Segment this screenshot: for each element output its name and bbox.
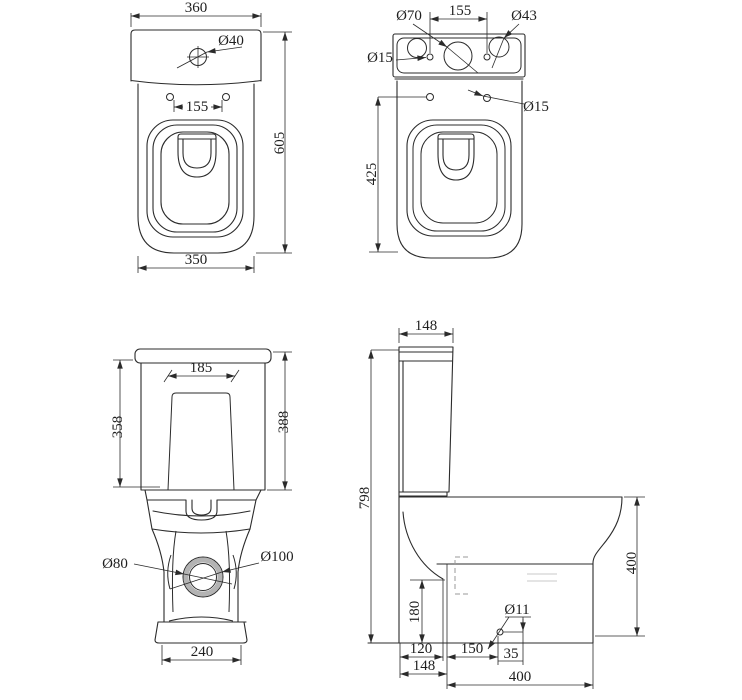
bowl-rim — [420, 131, 498, 224]
dim-label-outlet-outer: Ø100 — [260, 549, 293, 565]
dim-label-inlet-spacing: 155 — [449, 3, 472, 19]
extension-lines — [130, 13, 292, 273]
dim-label-overall-depth: 605 — [272, 132, 288, 155]
flush-chute — [437, 133, 475, 181]
leader-inlet-hole — [395, 55, 427, 62]
flush-panel — [167, 392, 235, 491]
dim-label-outlet-inner: Ø80 — [102, 556, 128, 572]
dim-label-400-bottom: 400 — [509, 669, 532, 685]
hidden-outlet-lines — [454, 556, 469, 595]
cistern-profile — [398, 346, 454, 644]
dim-label-fixing-right: Ø15 — [523, 99, 549, 115]
seat-inner — [152, 124, 238, 233]
outlet-ring — [183, 557, 223, 597]
leader-lid-hole-tail — [176, 51, 208, 69]
seat-band — [144, 489, 262, 534]
leader-outlet-inner — [133, 563, 185, 576]
hinge-hole-left — [166, 93, 174, 101]
cistern-outline — [130, 29, 262, 86]
cistern-lid-inner — [396, 37, 522, 74]
dim-label-side-hole: Ø43 — [511, 8, 537, 24]
dim-label-tank-width: 360 — [185, 0, 208, 16]
leader-outlet-outer — [221, 562, 260, 573]
bowl-profile — [367, 496, 623, 644]
extension-lines — [369, 12, 488, 253]
dim-label-cistern-depth: 148 — [415, 318, 438, 334]
dim-label-148-bottom: 148 — [413, 658, 436, 674]
dim-label-overall-height: 798 — [357, 487, 373, 510]
seat-area-outer — [406, 119, 512, 237]
fixing-hole-left — [426, 93, 434, 101]
hidden-waterline — [527, 573, 557, 582]
inlet-hole-right — [483, 53, 491, 61]
dim-label-lid-hole: Ø40 — [218, 33, 244, 49]
view-side: 148 798 400 180 Ø11 120 150 35 148 400 — [357, 318, 645, 689]
view-plan-cistern-holes: Ø70 155 Ø43 Ø15 Ø15 425 — [364, 3, 549, 259]
body-outline — [394, 78, 524, 259]
dim-label-outlet-height: 180 — [407, 601, 423, 624]
extension-lines — [371, 328, 645, 689]
dim-label-bowl-width: 350 — [185, 252, 208, 268]
dim-label-base-width: 240 — [191, 644, 214, 660]
view-rear: 185 358 388 Ø80 Ø100 240 — [102, 348, 294, 665]
leader-side-hole-tail — [491, 37, 505, 69]
outlet-inner — [189, 563, 217, 591]
fixing-hole-right — [483, 94, 491, 102]
flush-hole — [443, 41, 473, 71]
leader-flush-hole — [412, 23, 448, 48]
dim-label-hinge-spacing: 155 — [186, 99, 209, 115]
body-outline — [137, 83, 255, 254]
inlet-hole-left — [426, 53, 434, 61]
bowl-rim — [160, 131, 230, 225]
cistern-body — [140, 362, 266, 491]
dim-label-flush-hole: Ø70 — [396, 8, 422, 24]
outlet-outer — [182, 556, 224, 598]
leader-outlet-outer-tail — [169, 571, 223, 590]
leader-fixing-hole-tail — [482, 95, 525, 105]
pedestal-outline — [151, 528, 251, 644]
flush-chute — [177, 133, 217, 178]
dim-label-fixing-hole: Ø11 — [504, 602, 529, 618]
seat-area-inner — [412, 124, 506, 232]
leader-fixing-hole — [487, 616, 510, 650]
dim-label-height-left: 358 — [110, 416, 126, 439]
side-hole-right — [488, 36, 510, 58]
leader-lid-hole — [206, 46, 243, 54]
leader-outlet-inner-tail — [183, 573, 233, 585]
leader-flush-hole-tail — [446, 46, 479, 74]
dim-label-flush-panel: 185 — [190, 360, 213, 376]
cistern-lid — [134, 348, 272, 364]
leader-fixing-hole — [467, 89, 484, 97]
dim-label-120: 120 — [410, 641, 433, 657]
dim-label-height-right: 388 — [276, 411, 292, 434]
seat-outer — [146, 119, 244, 238]
pedestal-inner-lines — [167, 530, 237, 622]
view-plan-with-seat: 360 Ø40 155 605 350 — [130, 0, 292, 273]
hinge-hole-right — [222, 93, 230, 101]
side-hole-left — [407, 38, 427, 58]
leader-side-hole — [503, 23, 520, 39]
dim-label-150: 150 — [461, 641, 484, 657]
dim-label-bowl-height: 400 — [624, 552, 640, 575]
cistern-lid-outer — [392, 33, 526, 78]
dim-label-fixing-left: Ø15 — [367, 50, 393, 66]
dim-label-35: 35 — [504, 646, 519, 662]
dim-label-bowl-depth: 425 — [364, 163, 380, 186]
